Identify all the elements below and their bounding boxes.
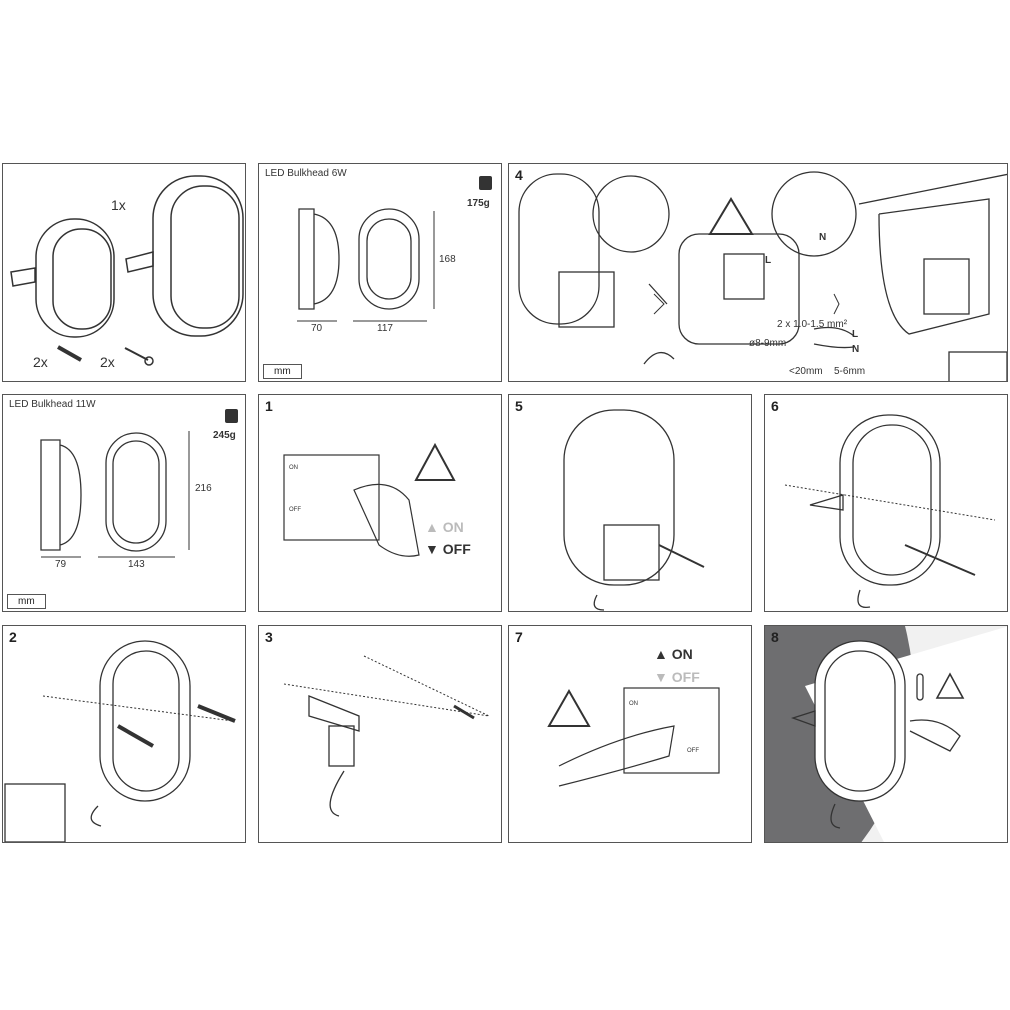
width-dim: 117 <box>377 323 393 334</box>
step-number: 2 <box>9 629 17 645</box>
switch-off-label: OFF <box>687 748 699 754</box>
step-number: 6 <box>771 398 779 414</box>
on-label-faded: ▲ ON <box>425 519 464 535</box>
inset-box <box>948 351 1007 381</box>
unit-label: mm <box>263 364 302 379</box>
on-label: ▲ ON <box>654 646 693 662</box>
level-inset <box>4 783 66 842</box>
height-dim: 216 <box>195 483 212 494</box>
hand <box>909 719 961 752</box>
switch-off-label: OFF <box>289 507 301 513</box>
off-label-faded: ▼ OFF <box>654 669 700 685</box>
wall-mount-illustration <box>784 414 996 609</box>
panel-step-2: 2 <box>2 625 246 843</box>
wire-spec: 2 x 1.0-1.5 mm² <box>777 319 848 330</box>
step-number: 7 <box>515 629 523 645</box>
detail-circle <box>592 175 670 253</box>
depth-dim: 79 <box>55 559 67 570</box>
product-title: LED Bulkhead 6W <box>265 168 347 179</box>
step-number: 1 <box>265 398 273 414</box>
switch-on-illustration <box>547 687 720 787</box>
strip-length-inner: 5-6mm <box>834 366 866 377</box>
panel-step-6: 6 <box>764 394 1008 612</box>
hand <box>558 725 675 787</box>
panel-step-7: 7 ON OFF ▲ ON ▼ OFF <box>508 625 752 843</box>
panel-step-3: 3 <box>258 625 502 843</box>
weight-icon <box>225 409 238 423</box>
warning-icon <box>935 672 965 699</box>
qty-lamp: 1x <box>111 197 126 213</box>
step-number: 4 <box>515 167 523 183</box>
height-dim: 168 <box>439 254 456 265</box>
switch-on-label: ON <box>629 701 638 707</box>
neutral-label: N <box>819 232 827 243</box>
luminaires-illustration <box>10 175 244 366</box>
off-text: OFF <box>671 669 700 685</box>
off-label: ▼ OFF <box>425 541 471 557</box>
switch-off-illustration <box>283 442 456 557</box>
panel-step-5: 5 <box>508 394 752 612</box>
weight-value: 245g <box>213 430 236 441</box>
strip-length-outer: <20mm <box>789 366 823 377</box>
panel-6w-dimensions: LED Bulkhead 6W 175g 70 117 168 mm <box>258 163 502 382</box>
step-number: 3 <box>265 629 273 645</box>
cable-diameter: ø8-9mm <box>749 338 787 349</box>
thermometer-icon <box>916 673 924 701</box>
panel-step-8: 8 <box>764 625 1008 843</box>
wiring-illustration <box>518 171 1007 381</box>
drill-illustration <box>283 655 490 817</box>
wire-l-label: L <box>852 329 859 340</box>
unit-label: mm <box>7 594 46 609</box>
live-label: L <box>765 255 772 266</box>
qty-plugs: 2x <box>33 354 48 370</box>
panel-step-4: 4 L N 2 x 1.0-1.5 mm² ø8-9mm L N <20mm 5… <box>508 163 1008 382</box>
on-text: ON <box>442 519 464 535</box>
11w-dimension-drawing <box>40 409 238 558</box>
hazard-icon <box>708 197 754 235</box>
depth-dim: 70 <box>311 323 323 334</box>
large-luminaire <box>152 175 244 337</box>
hazard-icon <box>414 442 456 481</box>
hand <box>353 483 420 557</box>
panel-11w-dimensions: LED Bulkhead 11W 245g 79 143 216 mm <box>2 394 246 612</box>
mark-holes-illustration <box>4 640 236 842</box>
wire-n-label: N <box>852 344 860 355</box>
product-title: LED Bulkhead 11W <box>9 399 96 410</box>
bracket <box>10 267 36 287</box>
qty-screws: 2x <box>100 354 115 370</box>
panel-contents: 1x 2x 2x <box>2 163 246 382</box>
close-cover-illustration <box>563 409 705 611</box>
panel-step-1: 1 ON OFF ▲ ON ▼ OFF <box>258 394 502 612</box>
weight-icon <box>479 176 492 190</box>
hazard-icon <box>547 688 591 727</box>
weight-value: 175g <box>467 198 490 209</box>
switch-on-label: ON <box>289 465 298 471</box>
6w-dimension-drawing <box>297 176 492 322</box>
breaker-panel <box>623 687 720 774</box>
on-text: ON <box>671 646 693 662</box>
width-dim: 143 <box>128 559 145 570</box>
step-number: 8 <box>771 629 779 645</box>
drill <box>308 695 360 732</box>
hot-surface-warning-illustration <box>790 626 1007 842</box>
step-number: 5 <box>515 398 523 414</box>
small-luminaire <box>35 218 115 338</box>
off-text: OFF <box>442 541 471 557</box>
breaker-panel <box>283 454 380 541</box>
